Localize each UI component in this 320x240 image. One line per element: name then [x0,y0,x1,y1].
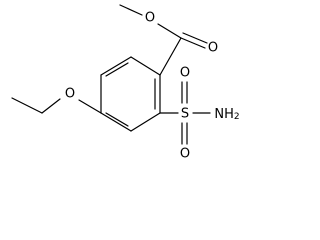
sulfonyl-top-oxygen-label: O [180,66,190,81]
ethoxy-group: O [11,87,102,114]
ring-bond-c2-c3 [130,112,161,132]
ring-to-ethoxy-oxygen-bond [78,99,102,114]
ring-bond-c3-c4 [100,112,132,132]
ester-carbonyl-oxygen-label: O [208,41,218,56]
ether-oxygen-to-methyl-bond [119,4,143,16]
ring-double-bond-inner-2 [105,112,129,127]
sulfonamide-group: S O O NH2 [159,66,240,162]
methyl-ester-group: O O [119,4,218,76]
ethoxy-oxygen-label: O [65,87,75,102]
carbonyl-double-bond-b [182,32,208,44]
ring-double-bond-inner-3 [105,62,129,77]
benzene-ring [100,56,161,132]
carbonyl-double-bond-a [180,37,206,49]
ring-to-carbonyl-bond [159,37,182,76]
amide-hydrogen-symbol: H [224,107,234,122]
structure-canvas: O O O S O O NH2 [11,4,240,162]
ethoxy-oxygen-to-ch2-bond [41,98,61,114]
chemical-structure: O O O S O O NH2 [11,4,240,162]
ethoxy-ch2-to-ch3-bond [11,97,43,114]
amide-hydrogen-count: 2 [234,112,240,122]
sulfur-label: S [181,107,189,122]
amide-nitrogen-label: NH2 [214,107,239,123]
ring-bond-c5-c6 [100,56,132,76]
ring-bond-c6-c1 [130,56,161,76]
sulfonyl-bottom-oxygen-label: O [180,147,190,162]
ester-ether-oxygen-label: O [145,11,155,26]
amide-nitrogen-symbol: N [214,107,224,122]
carbonyl-to-ether-oxygen-bond [157,23,182,39]
